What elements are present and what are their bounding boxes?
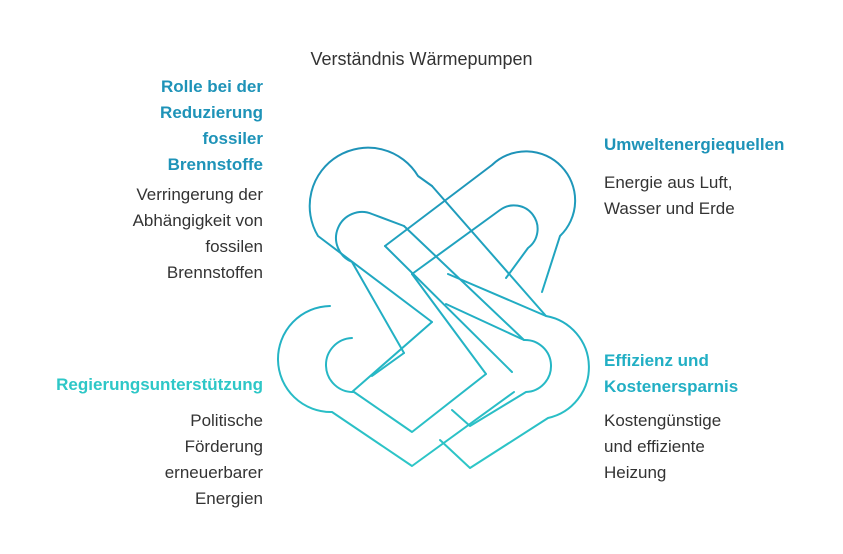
knot-loop-bottom-left-inner [325, 337, 487, 433]
knot-band-1 [403, 225, 525, 341]
knot-loop-top-left-outer [308, 146, 433, 323]
knot-band-2 [431, 185, 547, 317]
heading-line: Kostenersparnis [604, 377, 739, 396]
body-line: fossilen [205, 237, 263, 256]
diagram-title: Verständnis Wärmepumpen [310, 49, 533, 69]
heading-line: Effizienz und [604, 351, 709, 370]
body-line: Abhängigkeit von [132, 211, 263, 230]
heading-environmental-energy-sources: Umweltenergiequellen [604, 132, 784, 158]
body-line: Verringerung der [136, 185, 263, 204]
knot-band-5 [351, 321, 433, 393]
body-line: Brennstoffen [166, 263, 263, 282]
text-environmental-energy-sources: Energie aus Luft, Wasser und Erde [604, 170, 735, 222]
knot-loop-top-right-inner [411, 204, 539, 279]
heading-line: Rolle bei der [160, 77, 263, 96]
knot-band-4 [411, 273, 487, 375]
text-government-support: Politische Förderung erneuerbarer Energi… [165, 408, 263, 512]
heading-line: fossiler [202, 129, 263, 148]
heading-line: Brennstoffe [167, 155, 263, 174]
heading-line: Umweltenergiequellen [604, 135, 785, 154]
knot-loop-bottom-right-inner [445, 303, 552, 427]
body-line: Heizung [604, 463, 667, 482]
body-line: Politische [190, 411, 263, 430]
body-line: Energie aus Luft, [604, 173, 733, 192]
body-line: und effiziente [604, 437, 705, 456]
knot-loop-bottom-right-outer [439, 273, 590, 469]
body-line: Wasser und Erde [604, 199, 735, 218]
heading-government-support: Regierungsunterstützung [56, 372, 263, 398]
knot-loop-top-right-outer [384, 150, 577, 293]
body-line: Kostengünstige [604, 411, 722, 430]
body-line: Energien [194, 489, 263, 508]
heading-line: Reduzierung [160, 103, 263, 122]
knot-band-3 [384, 245, 513, 373]
heading-efficiency-savings: Effizienz und Kostenersparnis [604, 348, 738, 400]
heading-fossil-fuel-reduction: Rolle bei der Reduzierung fossiler Brenn… [160, 74, 263, 178]
body-line: erneuerbarer [164, 463, 263, 482]
knot-loop-bottom-left-outer [277, 305, 515, 467]
body-line: Förderung [184, 437, 263, 456]
text-fossil-fuel-reduction: Verringerung der Abhängigkeit von fossil… [133, 182, 263, 286]
text-efficiency-savings: Kostengünstige und effiziente Heizung [604, 408, 721, 486]
knot-loop-top-left-inner [335, 211, 405, 354]
heading-line: Regierungsunterstützung [56, 375, 263, 394]
knot-band-6 [371, 352, 405, 377]
